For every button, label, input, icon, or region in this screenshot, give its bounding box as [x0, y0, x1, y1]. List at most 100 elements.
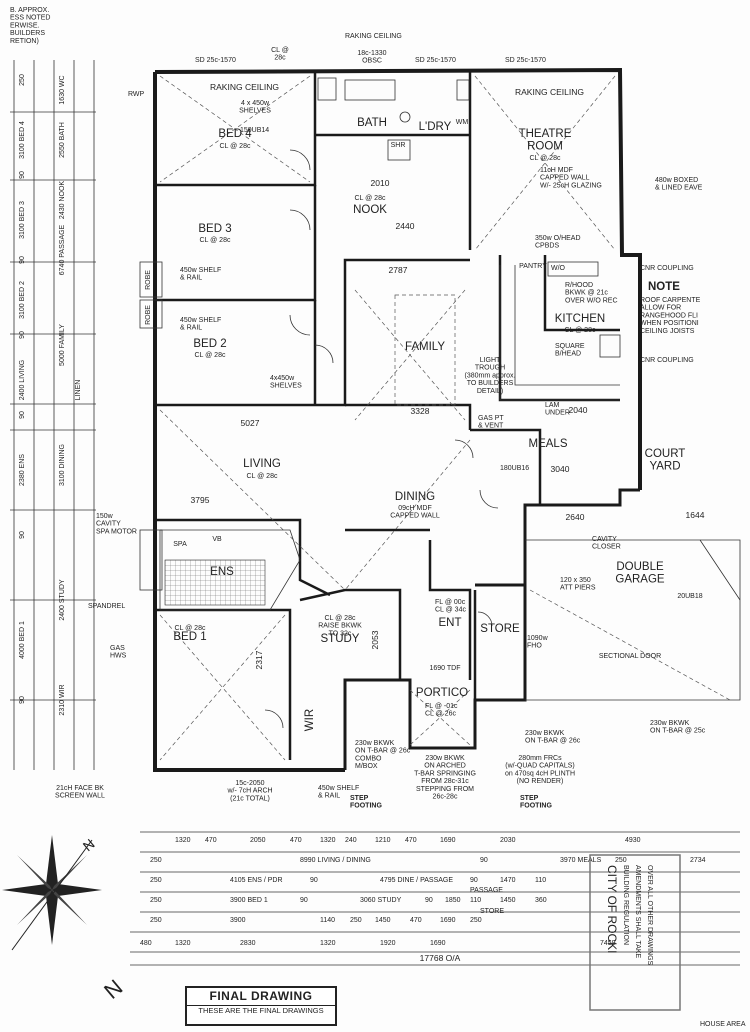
room-nook: NOOK: [353, 204, 387, 216]
bottom-dim-value: 90: [425, 897, 433, 904]
room-bed1-cl: CL @ 28c: [175, 625, 206, 632]
room-bed1: BED 1: [173, 631, 206, 643]
bottom-dim-value: 360: [535, 897, 547, 904]
dim-5027: 5027: [241, 418, 260, 428]
bottom-dim-value: 1320: [320, 837, 336, 844]
room-bed3: BED 3: [198, 223, 231, 235]
sectional-door: SECTIONAL DOOR: [599, 653, 661, 660]
bottom-dim-value: 480: [140, 940, 152, 947]
final-drawing-subtitle: THESE ARE THE FINAL DRAWINGS: [187, 1005, 335, 1015]
bottom-dim-value: 1450: [500, 897, 516, 904]
bottom-dim-value: 2050: [250, 837, 266, 844]
left-dim-outer: 3100 BED 2: [19, 281, 26, 319]
room-family: FAMILY: [405, 341, 445, 353]
room-meals: MEALS: [529, 438, 568, 450]
spa-tub: [159, 529, 301, 611]
left-dim-inner: 1630 WC: [59, 75, 66, 104]
bottom-dim-value: 1210: [375, 837, 391, 844]
left-dim-outer: 3100 BED 4: [19, 121, 26, 159]
bottom-dim-value: 110: [535, 877, 546, 884]
note-title: NOTE: [648, 281, 680, 293]
compass-n-top: N: [80, 836, 98, 855]
room-pantry: PANTRY: [519, 263, 547, 270]
header-cl: CL @28c: [271, 47, 289, 62]
left-dim-outer: 90: [19, 531, 26, 539]
bottom-dim-value: 1470: [500, 877, 516, 884]
bottom-dim-value: 470: [405, 837, 417, 844]
left-dim-outer: 4000 BED 1: [19, 621, 26, 659]
left-dim-outer: 3100 BED 3: [19, 201, 26, 239]
label-robe: ROBE: [145, 270, 152, 290]
stamp-line4: OVER ALL OTHER DRAWINGS: [646, 865, 653, 966]
cnr-coupling-2: CNR COUPLING: [640, 357, 694, 364]
bottom-dim-value: 1320: [175, 940, 191, 947]
bottom-dim-value: 3900 BED 1: [230, 897, 268, 904]
garage-slab: [525, 539, 741, 701]
left-dim-inner: 6740 PASSAGE: [59, 224, 66, 275]
dim-3328: 3328: [411, 406, 430, 416]
bottom-dim-value: 470: [290, 837, 302, 844]
dim-2040: 2040: [569, 405, 588, 415]
bottom-dim-label: STORE: [480, 908, 504, 915]
header-sd-left: SD 25c-1570: [195, 57, 236, 64]
label-linen: LINEN: [75, 380, 82, 401]
room-living: LIVING: [243, 458, 281, 470]
label-robe: ROBE: [145, 305, 152, 325]
bottom-dim-value: 1140: [320, 917, 335, 924]
bottom-dim-value: 250: [150, 897, 162, 904]
bottom-dim-value: 250: [470, 917, 482, 924]
room-bed3-cl: CL @ 28c: [200, 237, 231, 244]
dim-3795: 3795: [191, 495, 210, 505]
room-wo: W/O: [551, 265, 566, 272]
room-ldry: L'DRY: [419, 121, 452, 133]
raking-ceiling-1: RAKING CEILING: [210, 82, 279, 92]
boxed-eave-right: 480w BOXED& LINED EAVE: [655, 177, 703, 192]
overall-dimension: 17768 O/A: [420, 953, 461, 963]
room-ens: ENS: [210, 566, 234, 578]
room-wm: WM: [456, 119, 469, 126]
cnr-coupling-1: CNR COUPLING: [640, 265, 694, 272]
room-wir: WIR: [304, 709, 316, 731]
header-rwp: RWP: [128, 91, 145, 98]
bottom-dim-value: 7459: [600, 940, 616, 947]
dim-2440: 2440: [396, 221, 415, 231]
room-bath: BATH: [357, 117, 387, 129]
header-raking: RAKING CEILING: [345, 33, 402, 40]
council-stamp: CITY OF ROCKI BUILDING REGULATION AMENDM…: [589, 854, 681, 1011]
bottom-dim-value: 1920: [380, 940, 396, 947]
left-dim-inner: 5000 FAMILY: [59, 324, 66, 366]
left-dimension-strip: [10, 60, 96, 770]
kitchen-benches: [499, 261, 621, 401]
spandrel: SPANDREL: [88, 603, 125, 610]
dim-2317: 2317: [254, 650, 264, 669]
room-theatre-cl: CL @ 28c: [530, 155, 561, 162]
bottom-dim-value: 250: [615, 857, 627, 864]
left-dim-outer: 90: [19, 331, 26, 339]
dim-2640: 2640: [566, 512, 585, 522]
room-entry: ENT: [439, 617, 462, 629]
stamp-line2: BUILDING REGULATION: [622, 865, 629, 945]
dim-3040: 3040: [551, 464, 570, 474]
